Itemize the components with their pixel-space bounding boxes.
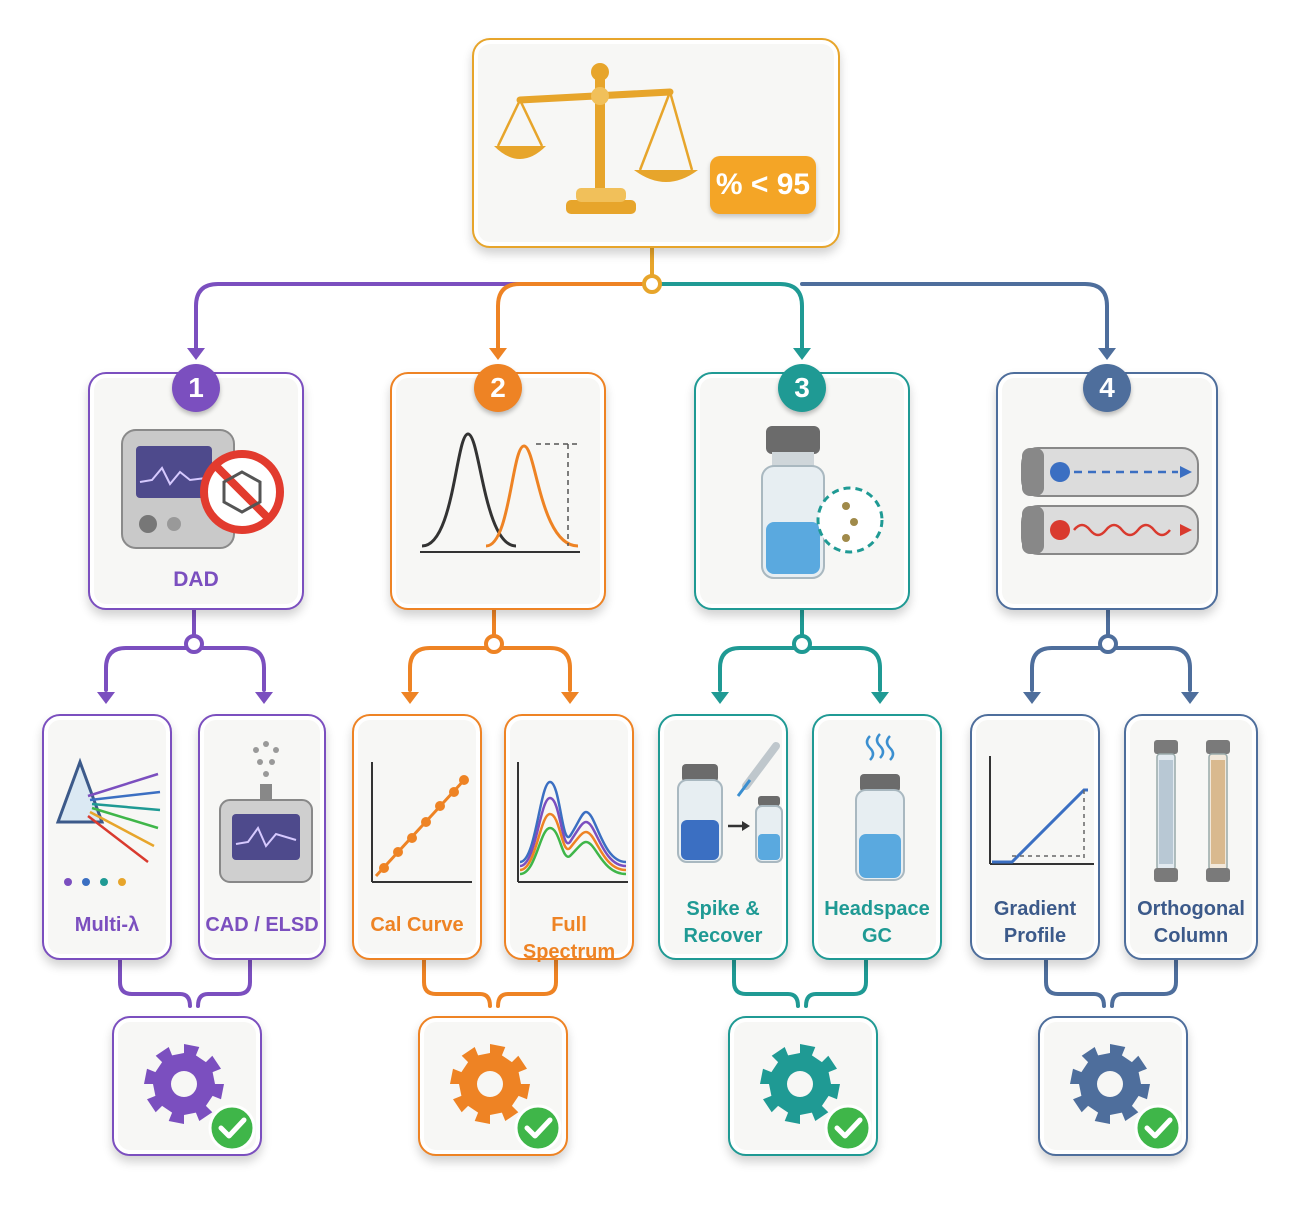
gear-check-icon [760,1044,872,1152]
arrow-option-left-2 [401,692,419,704]
branch-3-number-badge: 3 [778,364,826,412]
arrow-branch-3 [793,348,811,360]
split-bar-1 [104,646,266,692]
merge-left-4 [1044,958,1106,1008]
split-dot-4 [1098,634,1118,654]
gear-check-icon [1070,1044,1182,1152]
root-hub-dot [642,274,662,294]
spectrum-overlay-icon [517,762,628,883]
branch-4-number-badge: 4 [1083,364,1131,412]
gear-check-icon [144,1044,256,1152]
connector-branch-4 [800,282,1109,352]
branch-2-result-card[interactable] [418,1016,568,1156]
option-orthogonal-column-label: Orthogonal Column [1137,898,1245,947]
option-spike-recover-label: Spike & Recover [683,898,763,947]
arrow-option-left-1 [97,692,115,704]
arrow-option-right-4 [1181,692,1199,704]
peak-response-icon [420,432,580,553]
arrow-branch-1 [187,348,205,360]
option-gradient-profile-card[interactable]: Gradient Profile [970,714,1100,960]
merge-right-4 [1110,958,1178,1008]
balance-scale-icon [494,63,698,214]
branch-3-result-card[interactable] [728,1016,878,1156]
option-orthogonal-column-card[interactable]: Orthogonal Column [1124,714,1258,960]
arrow-option-right-3 [871,692,889,704]
connector-branch-3 [650,282,804,352]
option-headspace-gc-card[interactable]: Headspace GC [812,714,942,960]
check-circle-icon [208,1104,256,1152]
check-circle-icon [514,1104,562,1152]
merge-left-1 [118,958,192,1008]
merge-left-3 [732,958,800,1008]
merge-right-1 [196,958,252,1008]
connector-branch-2 [496,282,654,352]
gear-check-icon [450,1044,562,1152]
arrow-option-left-4 [1023,692,1041,704]
column-separation-icon [1021,447,1199,555]
option-multi-lambda-label: Multi-λ [74,914,140,936]
merge-right-3 [804,958,868,1008]
option-cad-elsd-label: CAD / ELSD [205,914,319,936]
split-dot-3 [792,634,812,654]
option-cal-curve-label: Cal Curve [370,914,464,936]
spike-vial-icon [677,742,783,863]
arrow-option-right-1 [255,692,273,704]
option-cad-elsd-card[interactable]: CAD / ELSD [198,714,326,960]
split-bar-4 [1030,646,1192,692]
arrow-branch-2 [489,348,507,360]
connector-branch-1 [194,282,654,352]
branch-4-result-card[interactable] [1038,1016,1188,1156]
split-dot-1 [184,634,204,654]
option-full-spectrum-label: Full Spectrum [522,914,616,963]
arrow-branch-4 [1098,348,1116,360]
split-bar-2 [408,646,572,692]
headspace-vial-icon [855,733,905,881]
aerosol-detector-icon [219,741,313,883]
vial-volatile-icon [761,426,884,579]
merge-right-2 [496,958,558,1008]
option-gradient-profile-label: Gradient Profile [993,898,1077,947]
merge-left-2 [422,958,492,1008]
split-dot-2 [484,634,504,654]
check-circle-icon [824,1104,872,1152]
threshold-badge: % < 95 [710,156,816,214]
detector-no-chromophore-icon [121,429,284,549]
option-spike-recover-card[interactable]: Spike & Recover [658,714,788,960]
branch-1-result-card[interactable] [112,1016,262,1156]
gradient-profile-icon [989,756,1094,865]
option-cal-curve-card[interactable]: Cal Curve [352,714,482,960]
branch-1-number-badge: 1 [172,364,220,412]
arrow-option-right-2 [561,692,579,704]
calibration-curve-icon [371,762,472,883]
prism-icon [55,757,161,886]
branch-4-card[interactable] [996,372,1218,610]
option-multi-lambda-card[interactable]: Multi-λ [42,714,172,960]
branch-2-number-badge: 2 [474,364,522,412]
arrow-option-left-3 [711,692,729,704]
root-card[interactable]: % < 95 [472,38,840,248]
split-bar-3 [718,646,882,692]
check-circle-icon [1134,1104,1182,1152]
orthogonal-column-icon [1154,740,1230,882]
branch-1-label: DAD [173,568,219,591]
option-full-spectrum-card[interactable]: Full Spectrum [504,714,634,963]
option-headspace-gc-label: Headspace GC [824,898,930,947]
